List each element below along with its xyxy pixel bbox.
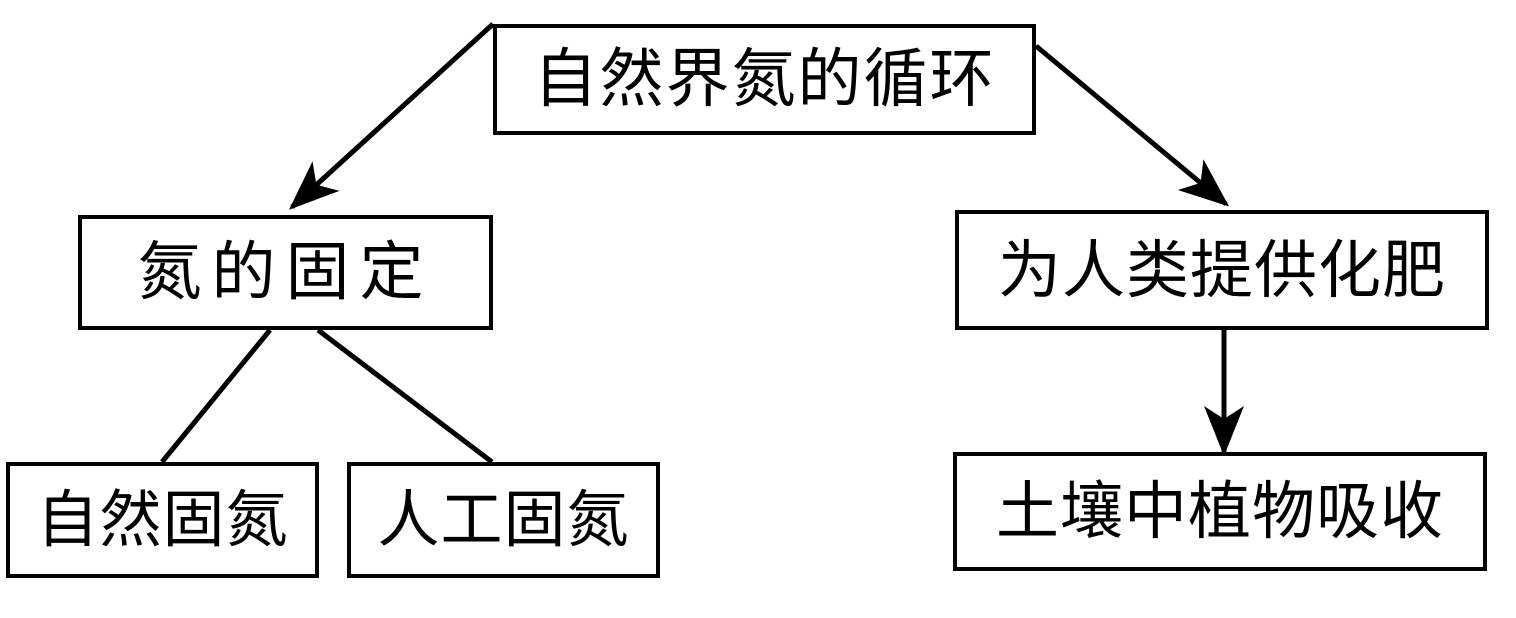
edge-fixation-to-artificial-fix	[316, 328, 494, 464]
node-artificial-fixation-label: 人工固氮	[377, 483, 630, 556]
node-soil-plant-uptake-label: 土壤中植物吸收	[996, 475, 1444, 548]
node-nitrogen-fixation[interactable]: 氮的固定	[78, 215, 493, 330]
node-title-label: 自然界氮的循环	[533, 42, 996, 117]
node-nitrogen-fixation-label: 氮的固定	[137, 235, 434, 310]
node-artificial-fixation[interactable]: 人工固氮	[347, 462, 660, 578]
node-natural-fixation-label: 自然固氮	[36, 483, 289, 556]
node-title[interactable]: 自然界氮的循环	[493, 24, 1036, 135]
node-natural-fixation[interactable]: 自然固氮	[6, 462, 319, 578]
edge-title-to-fixation	[289, 22, 495, 210]
node-fertilizer-for-humans-label: 为人类提供化肥	[998, 233, 1446, 307]
edge-fixation-to-natural-fix	[160, 328, 272, 464]
edge-title-to-fertilizer	[1034, 44, 1230, 207]
node-soil-plant-uptake[interactable]: 土壤中植物吸收	[953, 452, 1487, 571]
node-fertilizer-for-humans[interactable]: 为人类提供化肥	[955, 210, 1489, 330]
